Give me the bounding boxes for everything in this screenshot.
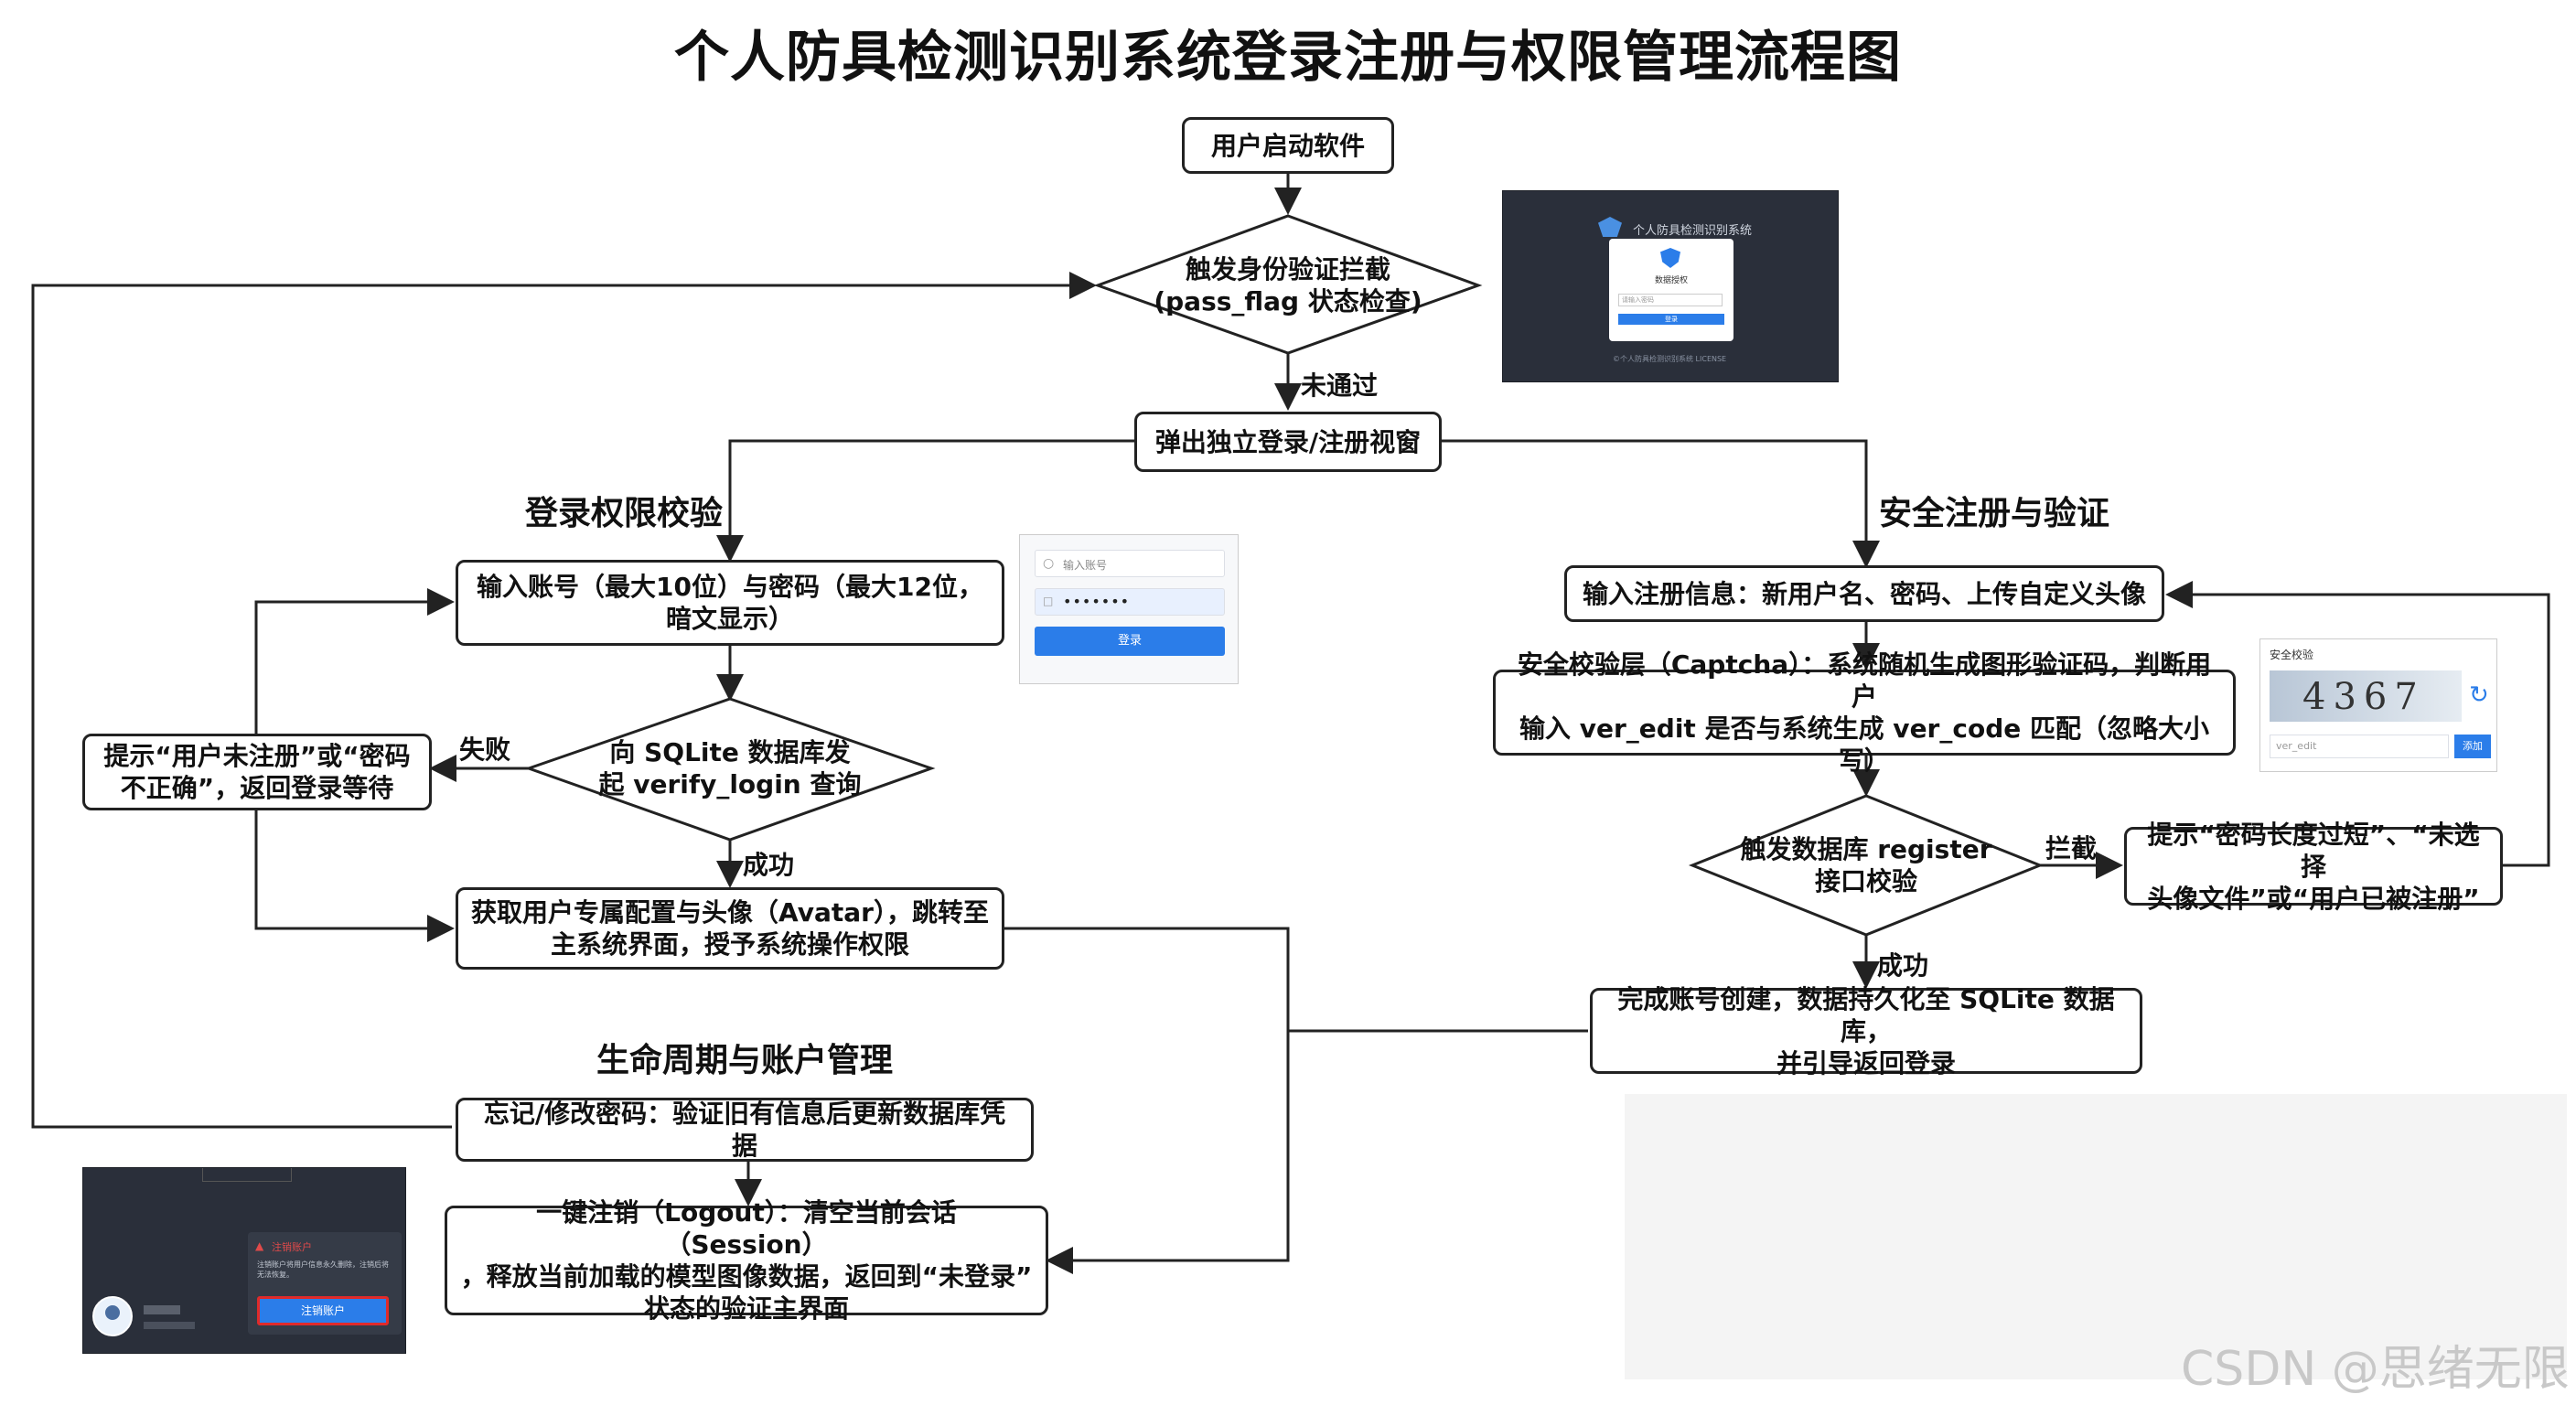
start-node: 用户启动软件	[1182, 117, 1394, 174]
login-fail-hint-node: 提示“用户未注册”或“密码 不正确”，返回登录等待	[82, 734, 432, 810]
popup-node: 弹出独立登录/注册视窗	[1134, 412, 1442, 472]
auth-check-diamond	[1093, 214, 1483, 355]
captcha-input[interactable]: ver_edit	[2270, 735, 2449, 758]
label-success-login: 成功	[743, 850, 795, 880]
username-placeholder	[144, 1305, 180, 1314]
splash-window-title: 个人防具检测识别系统	[1633, 224, 1753, 238]
register-check-diamond	[1688, 794, 2045, 937]
username-sub-placeholder	[144, 1322, 195, 1329]
section-register: 安全注册与验证	[1879, 495, 2110, 532]
page-title: 个人防具检测识别系统登录注册与权限管理流程图	[674, 26, 1902, 90]
register-fail-hint-node: 提示“密码长度过短”、“未选择 头像文件”或“用户已被注册”	[2124, 820, 2503, 914]
splash-logo-icon	[1598, 217, 1622, 237]
login-password-field[interactable]: □ •••••••	[1035, 588, 1225, 616]
refresh-icon[interactable]: ↻	[2469, 681, 2489, 709]
label-success-register: 成功	[1877, 950, 1929, 981]
captcha-submit-button[interactable]: 添加	[2454, 735, 2491, 758]
label-not-passed: 未通过	[1301, 370, 1379, 401]
splash-login-button[interactable]: 登录	[1618, 314, 1724, 325]
splash-field[interactable]: 请输入密码	[1618, 294, 1723, 306]
label-fail: 失败	[459, 735, 511, 765]
account-placeholder: 输入账号	[1063, 559, 1108, 572]
edge-forget-auth	[31, 272, 1097, 1129]
edge-config-logout	[1004, 927, 1290, 1274]
login-form-screenshot: ○ 输入账号 □ ••••••• 登录	[1019, 534, 1239, 684]
get-config-node: 获取用户专属配置与头像（Avatar），跳转至 主系统界面，授予系统操作权限	[456, 887, 1004, 970]
register-input-node: 输入注册信息：新用户名、密码、上传自定义头像	[1564, 565, 2164, 622]
edge-popup-register	[1442, 439, 1880, 568]
edge-fail-register	[2165, 581, 2550, 867]
lock-icon: □	[1043, 595, 1054, 607]
sqlite-query-text: 向 SQLite 数据库发 起 verify_login 查询	[598, 737, 862, 799]
captcha-code: 4367	[2302, 676, 2425, 718]
blank-area	[1625, 1094, 2567, 1379]
deregister-button[interactable]: 注销账户	[257, 1296, 389, 1325]
register-check-text: 触发数据库 register 接口校验	[1740, 834, 1992, 896]
edge-popup-login	[716, 439, 1134, 563]
auth-check-text: 触发身份验证拦截 (pass_flag 状态检查)	[1154, 254, 1422, 316]
captcha-screenshot: 安全校验 4367 ↻ ver_edit 添加	[2259, 638, 2497, 772]
avatar	[92, 1296, 133, 1336]
watermark: CSDN @思绪无限	[2181, 1342, 2570, 1397]
warning-text: 注销账户将用户信息永久删除，注销后将无法恢复。	[257, 1260, 389, 1280]
forget-password-node: 忘记/修改密码：验证旧有信息后更新数据库凭据	[456, 1098, 1034, 1162]
logout-node: 一键注销（Logout）：清空当前会话（Session） ，释放当前加载的模型图…	[445, 1197, 1048, 1324]
splash-footer: ©个人防具检测识别系统 LICENSE	[1613, 355, 1727, 363]
login-account-field[interactable]: ○ 输入账号	[1035, 550, 1225, 577]
login-input-node: 输入账号（最大10位）与密码（最大12位， 暗文显示）	[456, 560, 1004, 646]
splash-screenshot: 个人防具检测识别系统 数据授权 请输入密码 登录 ©个人防具检测识别系统 LIC…	[1502, 190, 1839, 382]
edge-fail-retry	[254, 588, 455, 734]
warning-panel: ▲ 注销账户 注销账户将用户信息永久删除，注销后将无法恢复。 注销账户	[248, 1232, 402, 1335]
splash-dialog: 数据授权 请输入密码 登录	[1609, 239, 1733, 341]
section-login: 登录权限校验	[525, 495, 724, 532]
section-lifecycle: 生命周期与账户管理	[596, 1042, 894, 1079]
warning-icon: ▲	[255, 1239, 264, 1252]
tab-strip	[202, 1168, 292, 1182]
user-icon: ○	[1043, 556, 1055, 571]
avatar-person-icon	[105, 1305, 120, 1320]
label-blocked: 拦截	[2045, 833, 2098, 863]
splash-shield-icon	[1660, 248, 1680, 268]
edge-fail-config	[254, 810, 455, 942]
captcha-image: 4367	[2270, 670, 2462, 722]
splash-dialog-title: 数据授权	[1654, 276, 1688, 285]
captcha-node: 安全校验层（Captcha）：系统随机生成图形验证码，判断用户 输入 ver_e…	[1493, 649, 2236, 776]
login-submit-button[interactable]: 登录	[1035, 627, 1225, 656]
captcha-title: 安全校验	[2270, 649, 2314, 661]
password-value: •••••••	[1063, 593, 1131, 610]
warning-title: 注销账户	[272, 1241, 312, 1253]
sqlite-query-diamond	[524, 697, 936, 842]
logout-screenshot: ▲ 注销账户 注销账户将用户信息永久删除，注销后将无法恢复。 注销账户	[82, 1167, 406, 1354]
account-created-node: 完成账号创建，数据持久化至 SQLite 数据库， 并引导返回登录	[1590, 984, 2142, 1078]
